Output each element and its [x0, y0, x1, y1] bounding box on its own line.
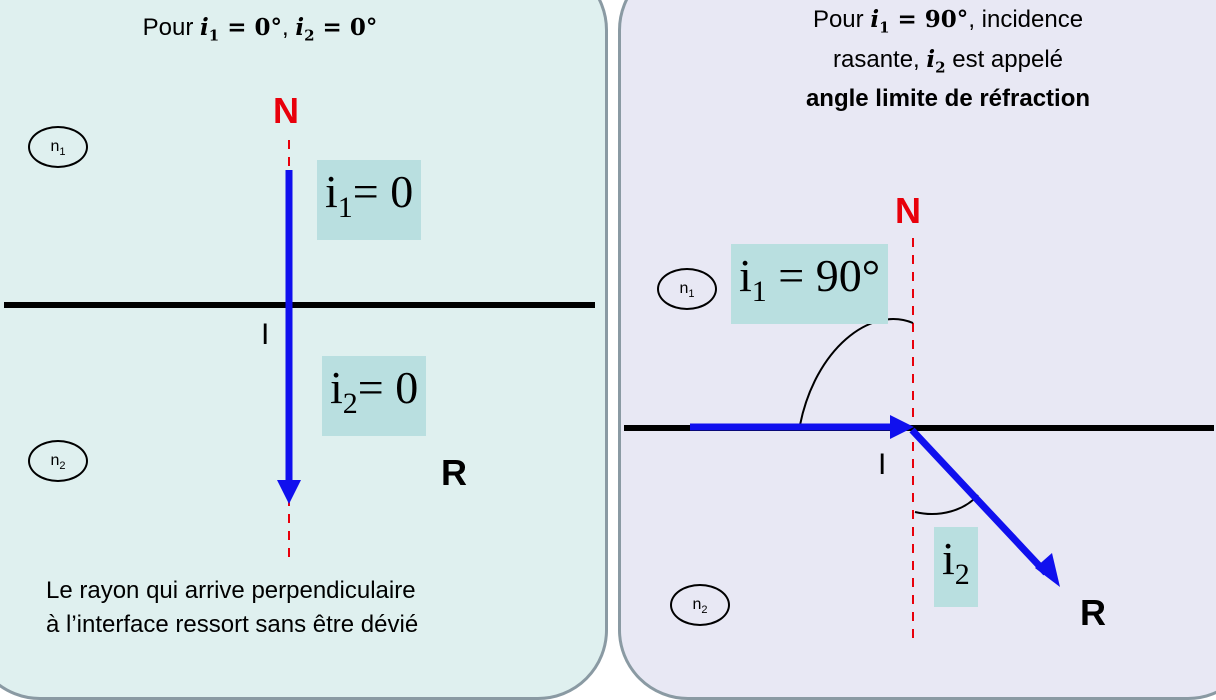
right-ray-label: R: [1080, 592, 1106, 633]
left-ray-arrowhead: [277, 480, 301, 504]
right-title-line1: Pour i1 = 90°, incidence: [718, 4, 1178, 44]
right-title-line3: angle limite de réfraction: [805, 85, 1091, 113]
left-description-line1: Le rayon qui arrive perpendiculaire: [46, 577, 416, 604]
i2-subscript: 2: [935, 58, 946, 77]
right-refracted-ray: [909, 427, 1049, 576]
right-incidence-point: I: [878, 448, 887, 481]
i2-subscript: 2: [304, 26, 315, 45]
angle-value: = 0: [357, 362, 419, 413]
medium-n: n: [679, 280, 689, 297]
i1-subscript: 1: [208, 26, 220, 45]
right-refracted-arrowhead: [1035, 553, 1060, 587]
left-description-line2: à l’interface ressort sans être dévié: [46, 611, 419, 638]
right-incident-arrowhead: [890, 415, 914, 439]
right-title-line2: rasante, i2 est appelé: [718, 44, 1178, 84]
left-panel: [0, 0, 608, 700]
left-i1-box: i1= 0: [317, 160, 422, 241]
equals-sign: =: [314, 14, 350, 41]
angle-value: = 90°: [766, 250, 881, 301]
left-title-prefix: Pour: [142, 14, 201, 41]
i2-value: 0°: [349, 14, 378, 41]
left-incidence-point: I: [261, 318, 270, 351]
right-i2-box: i2: [934, 527, 978, 608]
left-medium-n1: n1: [28, 126, 88, 168]
i1-angle-arc: [799, 318, 914, 426]
i1-subscript: 1: [879, 18, 890, 37]
angle-i: i: [325, 166, 338, 217]
angle-i: i: [942, 533, 955, 584]
rasante-word: rasante,: [833, 45, 927, 73]
incidence-word: , incidence: [968, 6, 1084, 33]
est-appele-words: est appelé: [945, 45, 1063, 73]
medium-sub: 1: [688, 288, 695, 301]
i1-value: 0°: [254, 14, 283, 41]
i1-value: 90°: [924, 6, 969, 33]
medium-sub: 1: [59, 146, 66, 159]
angle-i: i: [330, 362, 343, 413]
medium-sub: 2: [59, 460, 66, 473]
separator: ,: [282, 14, 296, 41]
angle-sub: 2: [954, 558, 970, 592]
angle-sub: 2: [342, 387, 358, 421]
left-medium-n2: n2: [28, 440, 88, 482]
medium-n: n: [692, 596, 702, 613]
left-title: Pour i1 = 0°, i2 = 0°: [60, 12, 460, 52]
left-i2-box: i2= 0: [322, 356, 427, 437]
equals-sign: =: [889, 6, 925, 33]
medium-n: n: [50, 138, 60, 155]
medium-sub: 2: [701, 604, 708, 617]
right-medium-n2: n2: [670, 584, 730, 626]
angle-i: i: [739, 250, 752, 301]
right-normal-label: N: [895, 190, 921, 231]
i2-symbol: i: [295, 14, 305, 41]
angle-sub: 1: [751, 275, 767, 309]
right-title-prefix: Pour: [812, 6, 871, 33]
right-title: Pour i1 = 90°, incidence rasante, i2 est…: [718, 4, 1178, 115]
left-ray-label: R: [441, 452, 467, 493]
right-medium-n1: n1: [657, 268, 717, 310]
equals-sign: =: [219, 14, 255, 41]
i1-symbol: i: [870, 6, 880, 33]
diagram-canvas: [4, 140, 1214, 646]
right-panel: [618, 0, 1216, 700]
angle-value: = 0: [352, 166, 414, 217]
i1-symbol: i: [200, 14, 209, 41]
medium-n: n: [50, 452, 60, 469]
left-normal-label: N: [273, 90, 299, 131]
i2-angle-arc: [914, 494, 979, 516]
right-i1-box: i1 = 90°: [731, 244, 889, 325]
i2-symbol: i: [926, 45, 936, 73]
angle-sub: 1: [337, 191, 353, 225]
